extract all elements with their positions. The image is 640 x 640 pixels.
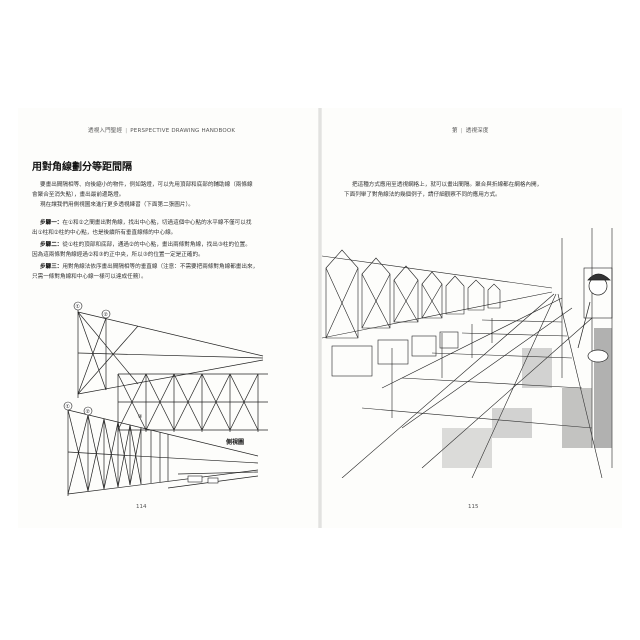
- diagonal-spacing-figure: ① ② ① ② ③ 側視圖: [58, 298, 288, 498]
- perspective-street-illustration: [322, 228, 613, 478]
- left-folio: 114: [136, 504, 147, 510]
- step-1-label: 步驟一：: [40, 220, 63, 226]
- book-gutter: [318, 108, 322, 528]
- step-2-label: 步驟二：: [40, 242, 63, 248]
- marker-1-bottom: ①: [66, 404, 71, 410]
- figure-caption: 側視圖: [225, 438, 244, 446]
- step-2-text-1: 從①柱的頂部和底部，通過②的中心點，畫出兩條對角線，找出③柱的位置。: [62, 242, 251, 248]
- intro-line-3: 現在讓我們用側視圖來進行更多透視練習（下面第二張圖片）。: [40, 202, 194, 208]
- diagonal-spacing-illustration: ① ② ① ② ③ 側視圖: [63, 301, 268, 496]
- step-1-line-1: 步驟一：在①和②之間畫出對角線，找出中心點，切過這個中心點的水平線不僅可以找: [40, 218, 251, 228]
- left-page: 透視入門聖經|PERSPECTIVE DRAWING HANDBOOK 用對角線…: [18, 108, 318, 528]
- right-running-head: 第|透視深度: [452, 128, 489, 134]
- right-page-number: 115: [468, 504, 479, 510]
- running-head-subtitle: PERSPECTIVE DRAWING HANDBOOK: [130, 128, 236, 134]
- right-paragraph-line-2: 下面列舉了對角線法的幾個例子，請仔細觀察不同的應用方式。: [344, 192, 501, 198]
- marker-2: ②: [104, 312, 109, 318]
- intro-line-2: 會聚合至消失點），畫出最前邊路燈。: [32, 192, 125, 198]
- step-3-text-1: 用對角線法依序畫出間隔相等的垂直線（注意：不需要把兩條對角線都畫出來，: [62, 264, 259, 270]
- step-3-label: 步驟三：: [40, 264, 63, 270]
- right-page: 第|透視深度 把這種方式應用至透視網格上，就可以畫出間隔。聚合與折線都在網格內開…: [322, 108, 622, 528]
- intro-line-1: 要畫出間隔相等、向後縮小的物件，例如路燈，可以先用頂部和底部的輔助線（兩條線: [40, 182, 253, 188]
- marker-3: ③: [138, 414, 142, 420]
- step-2-line-1: 步驟二：從①柱的頂部和底部，通過②的中心點，畫出兩條對角線，找出③柱的位置。: [40, 240, 251, 250]
- step-3-line-1: 步驟三：用對角線法依序畫出間隔相等的垂直線（注意：不需要把兩條對角線都畫出來，: [40, 262, 258, 272]
- section-title: 用對角線劃分等距間隔: [32, 162, 132, 173]
- step-1-line-2: 出①柱和②柱的中心點，也是後續所有垂直線條的中心線。: [32, 230, 177, 236]
- marker-2-bottom: ②: [86, 409, 91, 415]
- right-paragraph-line-1: 把這種方式應用至透視網格上，就可以畫出間隔。聚合與折線都在網格內開，: [352, 182, 543, 188]
- marker-1: ①: [76, 304, 81, 310]
- left-page-number: 114: [136, 504, 147, 510]
- left-running-head: 透視入門聖經|PERSPECTIVE DRAWING HANDBOOK: [88, 128, 236, 134]
- running-head-title: 透視入門聖經: [88, 128, 123, 134]
- step-3-line-2: 只需一條對角線和中心線一樣可以達成任務）。: [32, 274, 147, 280]
- running-head-chapter-prefix: 第: [452, 128, 458, 134]
- step-2-line-2: 因為這兩條對角線經過②和③的正中央，所以③的位置一定是正確的。: [32, 252, 204, 258]
- step-1-text-1: 在①和②之間畫出對角線，找出中心點，切過這個中心點的水平線不僅可以找: [62, 220, 252, 226]
- right-folio: 115: [468, 504, 479, 510]
- perspective-street-figure: [322, 228, 622, 478]
- running-head-chapter-title: 透視深度: [465, 128, 489, 134]
